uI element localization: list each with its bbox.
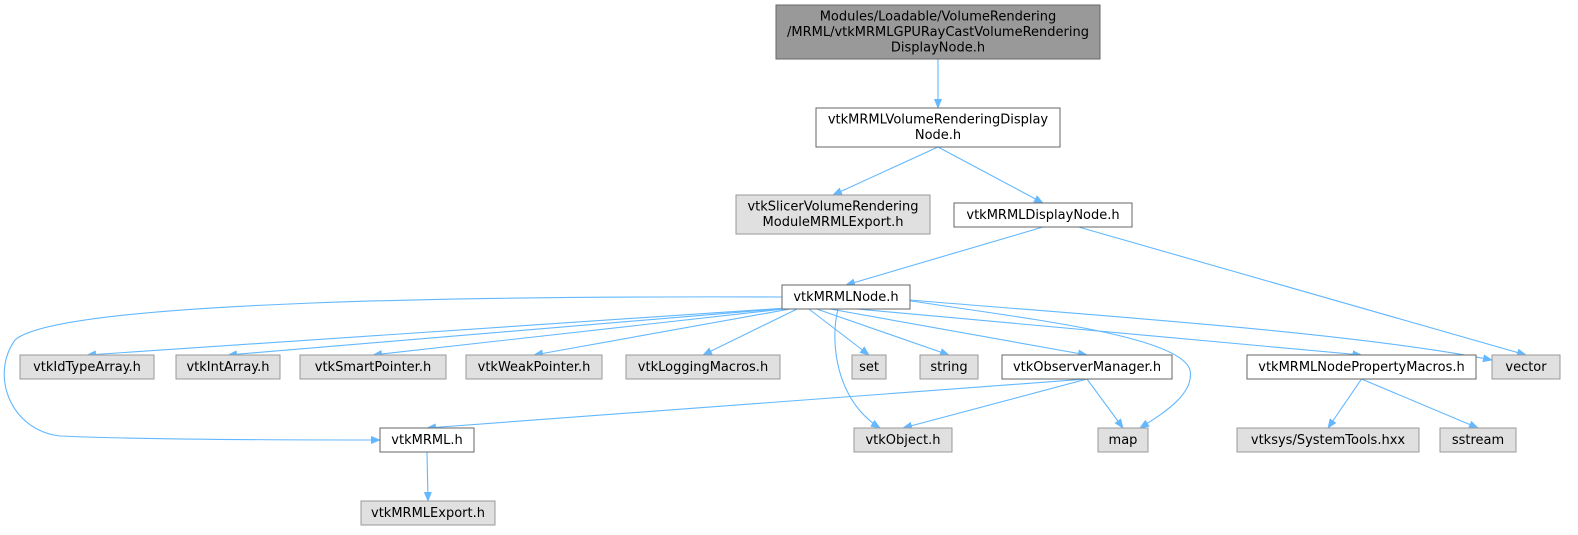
node-box	[379, 427, 475, 453]
node-label: vtkMRML.h	[391, 433, 462, 448]
edge-mrmlnode-to-string	[810, 306, 950, 356]
edge-mrmlnode-to-observermanager	[818, 306, 1088, 358]
node-label: DisplayNode.h	[891, 40, 985, 55]
node-smartpointer: vtkSmartPointer.h	[299, 354, 447, 380]
node-weakpointer: vtkWeakPointer.h	[465, 354, 603, 380]
node-label: set	[859, 360, 879, 375]
node-label: Modules/Loadable/VolumeRendering	[820, 9, 1057, 24]
node-label: vtkLoggingMacros.h	[638, 360, 768, 375]
edge-displaynode-to-mrmlnode	[845, 226, 1044, 287]
edge-mrml-to-mrmlexport	[423, 451, 432, 502]
node-label: /MRML/vtkMRMLGPURayCastVolumeRendering	[787, 25, 1089, 40]
node-loggingmacros: vtkLoggingMacros.h	[625, 354, 781, 380]
node-label: vector	[1505, 360, 1547, 375]
edge-displaynode-to-vector	[1078, 226, 1527, 357]
node-slicerexport: vtkSlicerVolumeRenderingModuleMRMLExport…	[735, 194, 931, 235]
node-displaynode[interactable]: vtkMRMLDisplayNode.h	[953, 202, 1133, 228]
node-box	[735, 194, 931, 235]
node-box	[919, 354, 979, 380]
node-string: string	[919, 354, 979, 380]
node-idtypearray: vtkIdTypeArray.h	[19, 354, 155, 380]
node-vector: vector	[1491, 354, 1561, 380]
node-intarray: vtkIntArray.h	[175, 354, 281, 380]
edge-observermanager-to-mrml	[426, 378, 1088, 432]
node-label: vtkSmartPointer.h	[315, 360, 431, 375]
node-observermanager[interactable]: vtkObserverManager.h	[1001, 354, 1173, 380]
edge-mrmlnode-to-mrml	[3, 296, 783, 444]
node-label: vtkMRMLNodePropertyMacros.h	[1258, 360, 1464, 375]
node-mrml[interactable]: vtkMRML.h	[379, 427, 475, 453]
node-object: vtkObject.h	[853, 427, 953, 453]
node-map: map	[1097, 427, 1149, 453]
node-box	[851, 354, 887, 380]
node-systemtools: vtksys/SystemTools.hxx	[1236, 427, 1420, 453]
edge-vrdisplay-to-displaynode	[937, 146, 1044, 204]
edge-mrmlnode-to-object	[834, 308, 881, 429]
node-label: ModuleMRMLExport.h	[763, 215, 904, 230]
edge-propertymacros-to-systemtools	[1327, 378, 1362, 429]
edge-observermanager-to-map	[1086, 378, 1124, 429]
edge-mrmlnode-to-map	[904, 299, 1191, 429]
edge-mrmlnode-to-idtypearray	[86, 306, 802, 359]
node-box	[781, 284, 911, 310]
node-propertymacros[interactable]: vtkMRMLNodePropertyMacros.h	[1246, 354, 1477, 380]
node-box	[953, 202, 1133, 228]
node-box	[1097, 427, 1149, 453]
node-mrmlnode[interactable]: vtkMRMLNode.h	[781, 284, 911, 310]
node-label: vtkMRMLDisplayNode.h	[966, 208, 1119, 223]
edge-mrmlnode-to-smartpointer	[372, 306, 802, 358]
node-label: vtkMRMLVolumeRenderingDisplay	[828, 113, 1049, 128]
node-box	[360, 500, 496, 526]
edge-observermanager-to-object	[902, 378, 1088, 430]
node-label: map	[1109, 433, 1138, 448]
node-box	[1439, 427, 1517, 453]
node-label: vtkSlicerVolumeRendering	[747, 200, 918, 215]
node-sstream: sstream	[1439, 427, 1517, 453]
edge-vrdisplay-to-slicerexport	[832, 146, 939, 196]
node-box	[1491, 354, 1561, 380]
node-label: Node.h	[915, 128, 961, 143]
node-label: vtkIntArray.h	[186, 360, 269, 375]
node-box	[299, 354, 447, 380]
node-box	[175, 354, 281, 380]
node-box	[853, 427, 953, 453]
edges-layer	[3, 59, 1527, 502]
node-box	[465, 354, 603, 380]
node-label: sstream	[1452, 433, 1504, 448]
node-mrmlexport: vtkMRMLExport.h	[360, 500, 496, 526]
node-label: vtkMRMLNode.h	[793, 290, 898, 305]
edge-mrmlnode-to-weakpointer	[533, 306, 802, 358]
node-box	[1246, 354, 1477, 380]
edge-propertymacros-to-sstream	[1361, 378, 1479, 429]
node-label: vtkIdTypeArray.h	[33, 360, 141, 375]
node-box	[815, 107, 1061, 148]
edge-mrmlnode-to-set	[805, 306, 870, 356]
node-box	[1236, 427, 1420, 453]
node-label: vtkObject.h	[865, 433, 940, 448]
node-label: vtkObserverManager.h	[1013, 360, 1161, 375]
node-label: string	[930, 360, 967, 375]
nodes-layer: Modules/Loadable/VolumeRendering/MRML/vt…	[19, 4, 1561, 526]
node-label: vtksys/SystemTools.hxx	[1251, 433, 1406, 448]
node-box	[625, 354, 781, 380]
edge-mrmlnode-to-vector	[909, 299, 1493, 363]
node-box	[1001, 354, 1173, 380]
node-box	[775, 4, 1101, 60]
node-label: vtkMRMLExport.h	[371, 506, 485, 521]
node-box	[19, 354, 155, 380]
node-root[interactable]: Modules/Loadable/VolumeRendering/MRML/vt…	[775, 4, 1101, 60]
edge-mrmlnode-to-loggingmacros	[702, 306, 802, 356]
node-set: set	[851, 354, 887, 380]
node-label: vtkWeakPointer.h	[478, 360, 591, 375]
edge-mrmlnode-to-intarray	[227, 306, 802, 359]
